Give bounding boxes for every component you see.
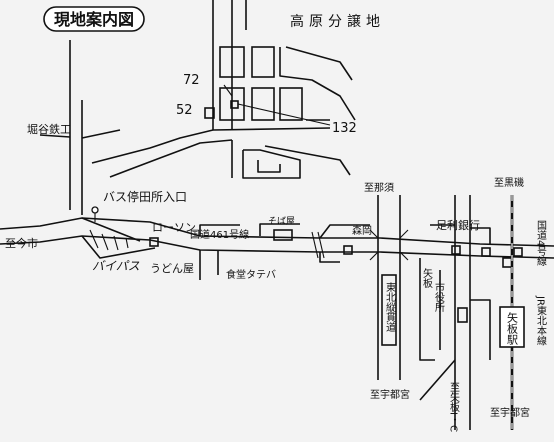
bus-stop-marker xyxy=(91,206,99,222)
label-yaita-ic: 至矢板I・C xyxy=(448,382,460,432)
title-badge: 現地案内図 xyxy=(43,6,145,32)
label-to-utsunomiya-2: 至宇都宮 xyxy=(490,406,530,419)
label-ashikaga-bank: 足利銀行 xyxy=(436,218,480,232)
label-yaita-station: 矢板駅 xyxy=(506,311,519,346)
label-shokudo: 食堂タテバ xyxy=(226,268,276,281)
label-jr-line: JR東北本線 xyxy=(535,295,547,346)
tohoku-highway xyxy=(369,195,409,380)
route4-area xyxy=(419,195,513,430)
label-tohoku-highway: 東北縦貫道 xyxy=(384,281,396,332)
label-route4: 国道4号線 xyxy=(535,220,547,267)
label-site: 高原分譲地 xyxy=(290,13,385,30)
label-to-utsunomiya-1: 至宇都宮 xyxy=(370,388,410,401)
label-lot-132: 132 xyxy=(332,121,357,136)
label-to-kuroiso: 至黒磯 xyxy=(494,176,524,189)
jr-line xyxy=(499,195,525,430)
label-to-nasu: 至那須 xyxy=(364,182,394,194)
label-lot-72: 72 xyxy=(183,73,200,88)
label-lawson: ローソン xyxy=(152,221,196,234)
label-morioka: 森岡 xyxy=(352,224,372,237)
label-horiya: 堀谷鉄工 xyxy=(27,122,71,136)
map-title: 現地案内図 xyxy=(54,10,134,29)
label-lot-52: 52 xyxy=(176,103,193,118)
label-sobaya: そば屋 xyxy=(268,216,295,227)
label-yaita-crossing: 矢板 xyxy=(421,267,433,289)
label-city-office: 市役所 xyxy=(433,281,445,313)
main-road xyxy=(0,217,554,280)
subdivision-grid xyxy=(204,0,356,131)
label-udon: うどん屋 xyxy=(150,262,194,275)
label-route461: 国道461号線 xyxy=(190,228,249,241)
label-imaichi: 至今市 xyxy=(5,236,38,250)
label-bus-stop: バス停田所入口 xyxy=(103,189,187,204)
label-bypass: バイパス xyxy=(92,259,140,273)
access-roads xyxy=(39,40,351,215)
